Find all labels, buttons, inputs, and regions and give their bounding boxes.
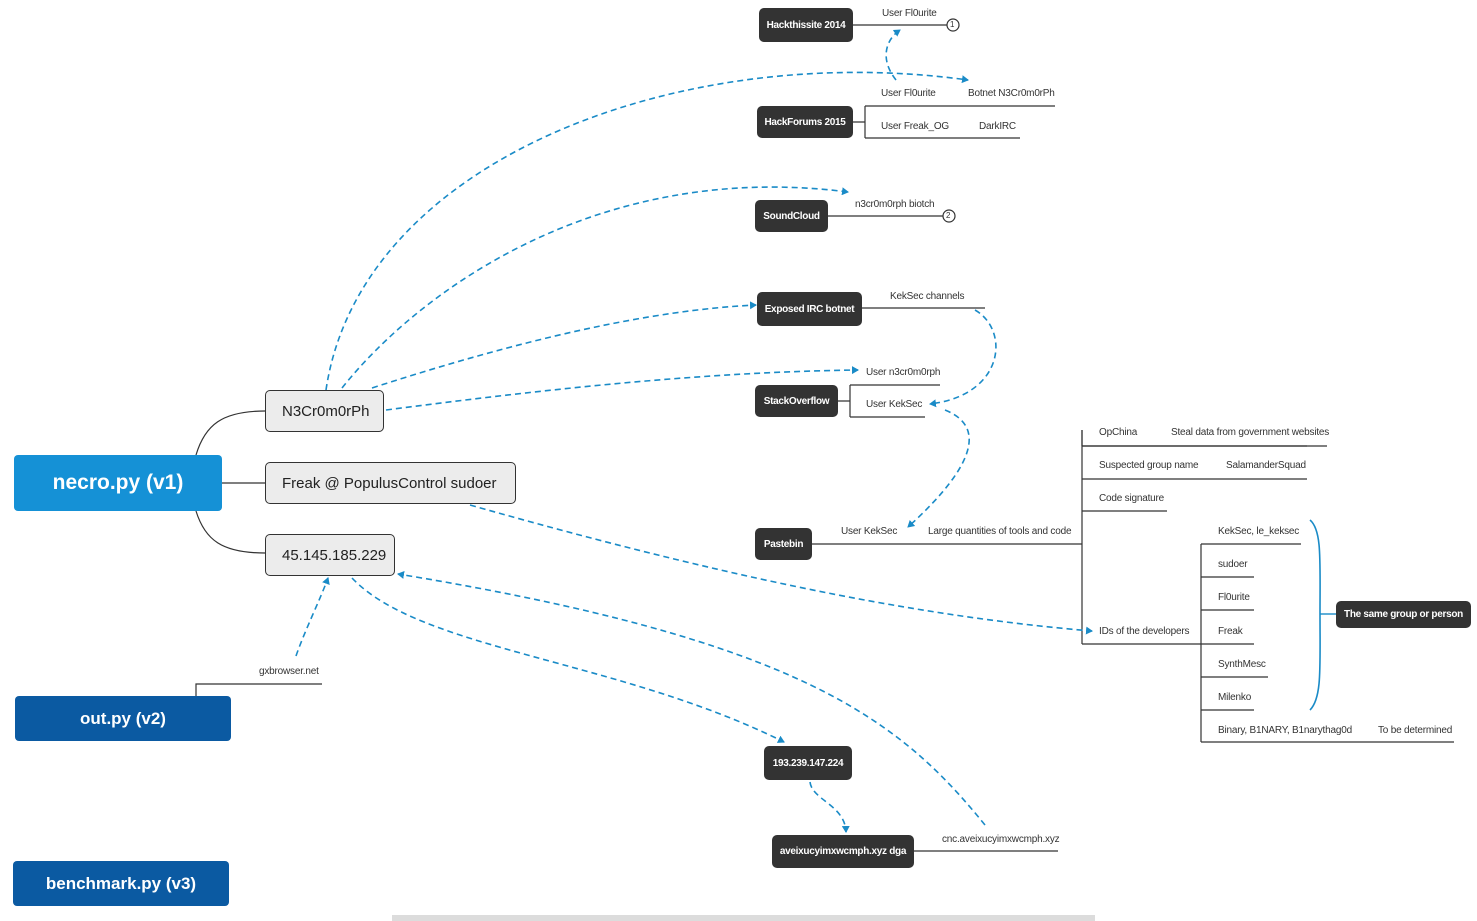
label-hf-darkirc: DarkIRC bbox=[979, 121, 1016, 132]
node-same[interactable]: The same group or person bbox=[1336, 601, 1471, 628]
dev-id-4: SynthMesc bbox=[1218, 659, 1266, 670]
dev-id-0: KekSec, le_keksec bbox=[1218, 526, 1300, 537]
dev-id-5: Milenko bbox=[1218, 692, 1252, 703]
edge-root-ip bbox=[195, 510, 266, 554]
dash-n3cr-hackforums bbox=[325, 71, 969, 391]
label-opchina: OpChina bbox=[1099, 427, 1138, 438]
badge-1: 1 bbox=[950, 20, 955, 29]
label-group-value: SalamanderSquad bbox=[1226, 460, 1306, 471]
dash-ip-ip2 bbox=[351, 577, 785, 743]
edge-root-n3cr bbox=[195, 410, 266, 456]
edge-so bbox=[838, 384, 940, 418]
dash-n3cr-so bbox=[385, 366, 859, 411]
node-soundcloud[interactable]: SoundCloud bbox=[755, 200, 828, 232]
label-hts-user: User Fl0urite bbox=[882, 8, 937, 19]
label-hf-botnet: Botnet N3Cr0m0rPh bbox=[968, 88, 1055, 99]
brace bbox=[1309, 519, 1321, 711]
sub-freak[interactable]: Freak @ PopulusControl sudoer bbox=[265, 462, 516, 504]
dash-n3cr-irc bbox=[371, 301, 757, 389]
label-so-user1: User n3cr0m0rph bbox=[866, 367, 941, 378]
sub-ip1[interactable]: 45.145.185.229 bbox=[265, 534, 395, 576]
label-group-name: Suspected group name bbox=[1099, 460, 1199, 471]
label-pb-tools: Large quantities of tools and code bbox=[928, 526, 1072, 537]
label-hf-user2: User Freak_OG bbox=[881, 121, 949, 132]
label-ids: IDs of the developers bbox=[1099, 626, 1190, 637]
node-ip2[interactable]: 193.239.147.224 bbox=[764, 746, 852, 780]
root-out[interactable]: out.py (v2) bbox=[15, 696, 231, 741]
sub-n3cr[interactable]: N3Cr0m0rPh bbox=[265, 390, 384, 432]
edge-out-gx bbox=[195, 683, 322, 696]
dash-freak-devs bbox=[469, 504, 1093, 635]
dash-irc-so bbox=[929, 309, 997, 408]
label-gx: gxbrowser.net bbox=[259, 666, 319, 677]
node-stackoverflow[interactable]: StackOverflow bbox=[755, 385, 838, 417]
label-hf-user1: User Fl0urite bbox=[881, 88, 936, 99]
label-sc-user: n3cr0m0rph biotch bbox=[855, 199, 935, 210]
node-pastebin[interactable]: Pastebin bbox=[755, 528, 812, 560]
dash-so-pastebin bbox=[907, 409, 970, 528]
dev-id-3: Freak bbox=[1218, 626, 1243, 637]
node-hackthissite[interactable]: Hackthissite 2014 bbox=[759, 8, 853, 42]
label-code-sig: Code signature bbox=[1099, 493, 1165, 504]
horizontal-scrollbar[interactable] bbox=[392, 915, 1095, 921]
dev-id-2: Fl0urite bbox=[1218, 592, 1250, 603]
dash-ip2-dga bbox=[809, 781, 850, 833]
dash-gx-ip bbox=[295, 577, 330, 657]
label-so-user2: User KekSec bbox=[866, 399, 923, 410]
dev-id-6: Binary, B1NARY, B1narythag0d bbox=[1218, 725, 1352, 736]
dash-n3cr-soundcloud bbox=[341, 186, 849, 389]
node-dga[interactable]: aveixucyimxwcmph.xyz dga bbox=[772, 835, 914, 868]
edge-hf bbox=[853, 105, 1055, 139]
label-tbd: To be determined bbox=[1378, 725, 1453, 736]
root-necro[interactable]: necro.py (v1) bbox=[14, 455, 222, 511]
root-benchmark[interactable]: benchmark.py (v3) bbox=[13, 861, 229, 906]
dash-cnc-ip bbox=[397, 571, 986, 826]
dash-hf-hts bbox=[885, 29, 901, 81]
edge-devs bbox=[1200, 543, 1454, 743]
badge-2-circle bbox=[942, 209, 956, 223]
label-irc-channels: KekSec channels bbox=[890, 291, 965, 302]
badge-1-circle bbox=[946, 18, 960, 32]
label-opchina-desc: Steal data from government websites bbox=[1171, 427, 1330, 438]
badge-2: 2 bbox=[946, 211, 951, 220]
node-irc[interactable]: Exposed IRC botnet bbox=[757, 292, 862, 326]
node-hackforums[interactable]: HackForums 2015 bbox=[757, 106, 853, 138]
label-pb-user: User KekSec bbox=[841, 526, 898, 537]
dev-id-1: sudoer bbox=[1218, 559, 1248, 570]
label-cnc: cnc.aveixucyimxwcmph.xyz bbox=[942, 834, 1060, 845]
